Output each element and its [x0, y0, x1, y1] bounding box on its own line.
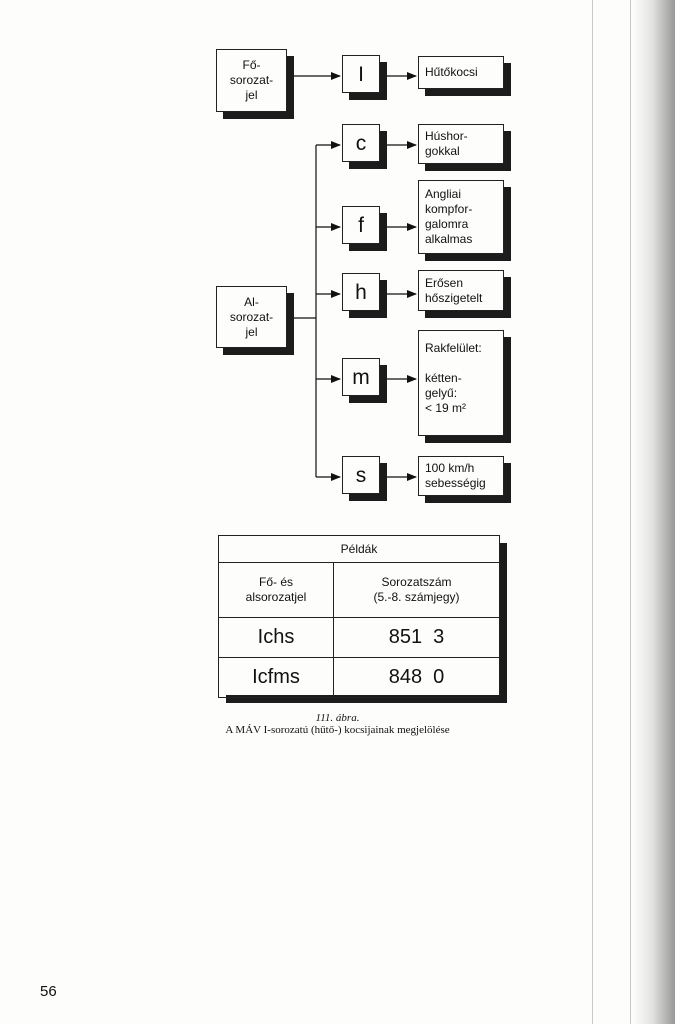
sub-code-meaning: Angliai kompfor- galomra alkalmas — [425, 187, 473, 246]
page-edge-line — [592, 0, 593, 1024]
sub-code-meaning-box-c: Húshor- gokkal — [418, 124, 504, 164]
sub-code-letter: m — [352, 365, 370, 389]
main-code-meaning: Hűtőkocsi — [425, 65, 478, 79]
examples-col2-header: Sorozatszám (5.-8. számjegy) — [332, 562, 501, 618]
table-row: Icfms 848 0 — [218, 657, 501, 698]
page-number: 56 — [40, 983, 57, 1000]
figure-caption: A MÁV I-sorozatú (hűtő-) kocsijainak meg… — [225, 724, 450, 736]
sub-code-letter: s — [355, 463, 367, 487]
example-code: Icfms — [218, 657, 334, 698]
examples-table-wrap: Példák Fő- és alsorozatjel Sorozatszám (… — [217, 535, 501, 698]
main-series-label-box: Fő- sorozat- jel — [216, 49, 287, 112]
main-series-label: Fő- sorozat- jel — [229, 58, 274, 102]
page-edge-shadow — [633, 0, 675, 1024]
main-code-meaning-box: Hűtőkocsi — [418, 56, 504, 89]
sub-series-label-box: Al- sorozat- jel — [216, 286, 287, 348]
sub-code-letter-box-s: s — [342, 456, 380, 494]
example-number: 848 0 — [332, 657, 501, 698]
examples-col1-header: Fő- és alsorozatjel — [218, 562, 334, 618]
sub-code-letter: h — [355, 280, 367, 304]
sub-code-meaning-box-f: Angliai kompfor- galomra alkalmas — [418, 180, 504, 254]
sub-code-letter-box-h: h — [342, 273, 380, 311]
sub-code-meaning: 100 km/h sebességig — [425, 461, 486, 490]
sub-code-meaning: Erősen hőszigetelt — [425, 275, 483, 305]
examples-table: Példák Fő- és alsorozatjel Sorozatszám (… — [217, 535, 501, 698]
main-code-letter-box: I — [342, 55, 380, 93]
example-code: Ichs — [218, 617, 334, 658]
sub-code-letter: f — [358, 213, 364, 237]
main-code-letter: I — [358, 62, 364, 86]
sub-code-letter-box-c: c — [342, 124, 380, 162]
sub-code-meaning: Húshor- gokkal — [425, 129, 468, 158]
sub-code-letter: c — [355, 131, 367, 155]
sub-series-label: Al- sorozat- jel — [229, 294, 274, 339]
sub-code-meaning-box-m: Rakfelület: kétten- gelyű: < 19 m² — [418, 330, 504, 436]
examples-table-title: Példák — [217, 535, 501, 563]
table-row: Ichs 851 3 — [218, 617, 501, 658]
sub-code-letter-box-f: f — [342, 206, 380, 244]
sub-code-meaning: Rakfelület: kétten- gelyű: < 19 m² — [425, 341, 482, 415]
sub-code-letter-box-m: m — [342, 358, 380, 396]
sub-code-meaning-box-s: 100 km/h sebességig — [418, 456, 504, 496]
figure-number: 111. ábra. — [315, 712, 360, 724]
example-number: 851 3 — [332, 617, 501, 658]
sub-code-meaning-box-h: Erősen hőszigetelt — [418, 270, 504, 311]
page-edge-line — [630, 0, 631, 1024]
